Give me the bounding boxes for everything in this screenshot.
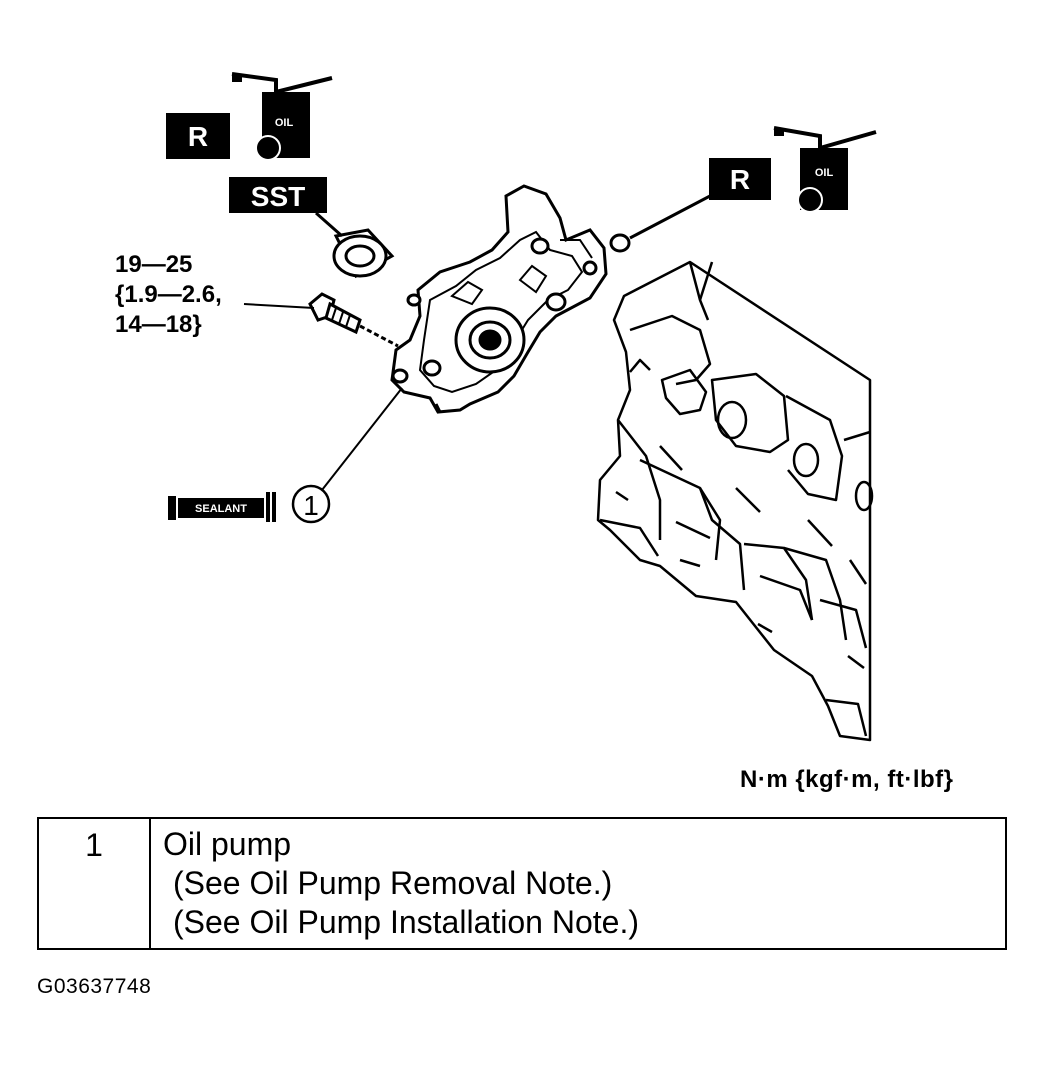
part-name: Oil pump <box>163 826 292 862</box>
sst-badge: SST <box>229 177 327 213</box>
torque-spec-ftlbf: 14—18} <box>115 311 202 338</box>
torque-spec-kgfm: {1.9—2.6, <box>115 281 222 308</box>
callout-leader-line <box>321 387 403 491</box>
exploded-view-diagram: OIL R SST R OIL <box>166 72 877 742</box>
bolt-drawing <box>243 292 399 348</box>
oil-can-label-right: OIL <box>815 167 834 179</box>
replace-badge-right: R <box>709 158 771 200</box>
installation-note-reference: (See Oil Pump Installation Note.) <box>173 904 639 940</box>
torque-spec-nm: 19—25 <box>115 251 193 278</box>
replace-badge-left-label: R <box>188 121 208 152</box>
oil-seal-drawing <box>315 211 395 279</box>
torque-units-label: N·m {kgf·m, ft·lbf} <box>740 766 954 793</box>
removal-note-reference: (See Oil Pump Removal Note.) <box>173 865 613 901</box>
parts-table: 1 Oil pump (See Oil Pump Removal Note.) … <box>37 817 1007 950</box>
oil-can-label-left: OIL <box>275 117 294 129</box>
part-description-cell: Oil pump (See Oil Pump Removal Note.) (S… <box>149 817 1007 950</box>
table-row: 1 Oil pump (See Oil Pump Removal Note.) … <box>37 817 1007 950</box>
engine-block-drawing <box>596 260 874 742</box>
torque-spec: 19—25 {1.9—2.6, 14—18} <box>115 250 222 340</box>
callout-number-1: 1 <box>291 484 331 524</box>
replace-badge-right-label: R <box>730 164 750 195</box>
part-number-cell: 1 <box>37 817 151 950</box>
oil-pump-drawing <box>390 184 608 414</box>
replace-badge-left: R <box>166 113 230 159</box>
oil-can-icon-left: OIL <box>231 72 333 161</box>
sealant-tube-icon: SEALANT <box>168 492 276 522</box>
sst-badge-label: SST <box>251 181 305 212</box>
sealant-tube-label: SEALANT <box>195 503 247 515</box>
oil-can-icon-right: OIL <box>773 126 877 213</box>
o-ring-drawing <box>609 194 711 253</box>
callout-number-1-label: 1 <box>303 490 319 521</box>
figure-id: G03637748 <box>37 975 152 998</box>
